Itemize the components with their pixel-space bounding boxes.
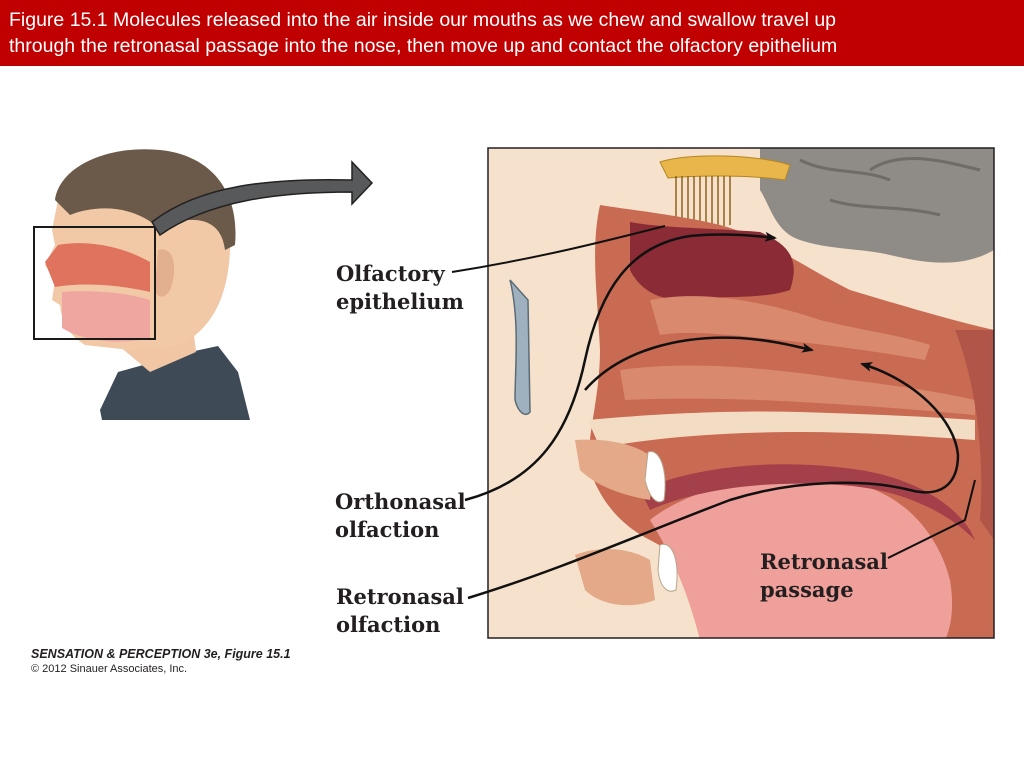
label-retronasal-olfaction-line1: Retronasal (336, 584, 464, 609)
hair (55, 149, 236, 250)
label-retronasal-passage-line1: Retronasal (760, 549, 888, 574)
label-retronasal-passage-line2: passage (760, 577, 854, 602)
caption-line-2: through the retronasal passage into the … (9, 35, 838, 57)
upper-lip (575, 439, 655, 500)
pharynx-wall (955, 330, 994, 540)
head-mouth-cavity (62, 291, 150, 342)
inset-box (33, 226, 156, 340)
label-retronasal-olfaction: Retronasal olfaction (336, 583, 464, 639)
label-retronasal-passage: Retronasal passage (760, 548, 888, 604)
head-nasal-cavity (45, 243, 150, 292)
brain (760, 148, 994, 263)
label-olfactory-epithelium: Olfactory epithelium (336, 260, 464, 316)
label-orthonasal-olfaction-line1: Orthonasal (335, 489, 466, 514)
turbinate-upper (650, 296, 930, 360)
credit-copyright: © 2012 Sinauer Associates, Inc. (31, 663, 188, 675)
zoom-arrow (151, 160, 374, 237)
nasal-cartilage (509, 279, 531, 416)
orthonasal-arrow-upper (464, 231, 777, 502)
oral-cavity-roof (640, 464, 975, 540)
caption-line-1: Figure 15.1 Molecules released into the … (9, 9, 837, 31)
section-frame (487, 147, 995, 639)
airflow-arrows (451, 225, 976, 600)
figure-credit: SENSATION & PERCEPTION 3e, Figure 15.1 ©… (31, 646, 291, 676)
label-retronasal-olfaction-line2: olfaction (336, 612, 441, 637)
label-olfactory-epithelium-line1: Olfactory (336, 261, 445, 286)
upper-tooth (644, 451, 666, 503)
credit-book: SENSATION & PERCEPTION 3e, Figure 15.1 (31, 647, 291, 661)
nose-skin (488, 148, 575, 638)
olfactory-epithelium-pointer (451, 225, 666, 273)
lower-lip (575, 548, 655, 606)
turbinate-lower (620, 365, 975, 415)
label-olfactory-epithelium-line2: epithelium (336, 289, 464, 314)
retronasal-arrow (467, 362, 960, 600)
lower-tooth (657, 543, 678, 592)
label-orthonasal-olfaction-line2: olfaction (335, 517, 440, 542)
ear (155, 249, 175, 297)
caption-banner: Figure 15.1 Molecules released into the … (0, 0, 1024, 66)
head-illustration (33, 149, 374, 420)
label-orthonasal-olfaction: Orthonasal olfaction (335, 488, 466, 544)
hard-palate (588, 411, 975, 448)
orthonasal-arrow-middle (584, 336, 814, 391)
retronasal-passage-pointer (887, 479, 976, 559)
shirt (100, 346, 250, 420)
tongue (650, 478, 953, 638)
olfactory-nerve-fibers (675, 176, 731, 227)
sagittal-section (451, 147, 995, 639)
olfactory-bulb (659, 155, 791, 181)
